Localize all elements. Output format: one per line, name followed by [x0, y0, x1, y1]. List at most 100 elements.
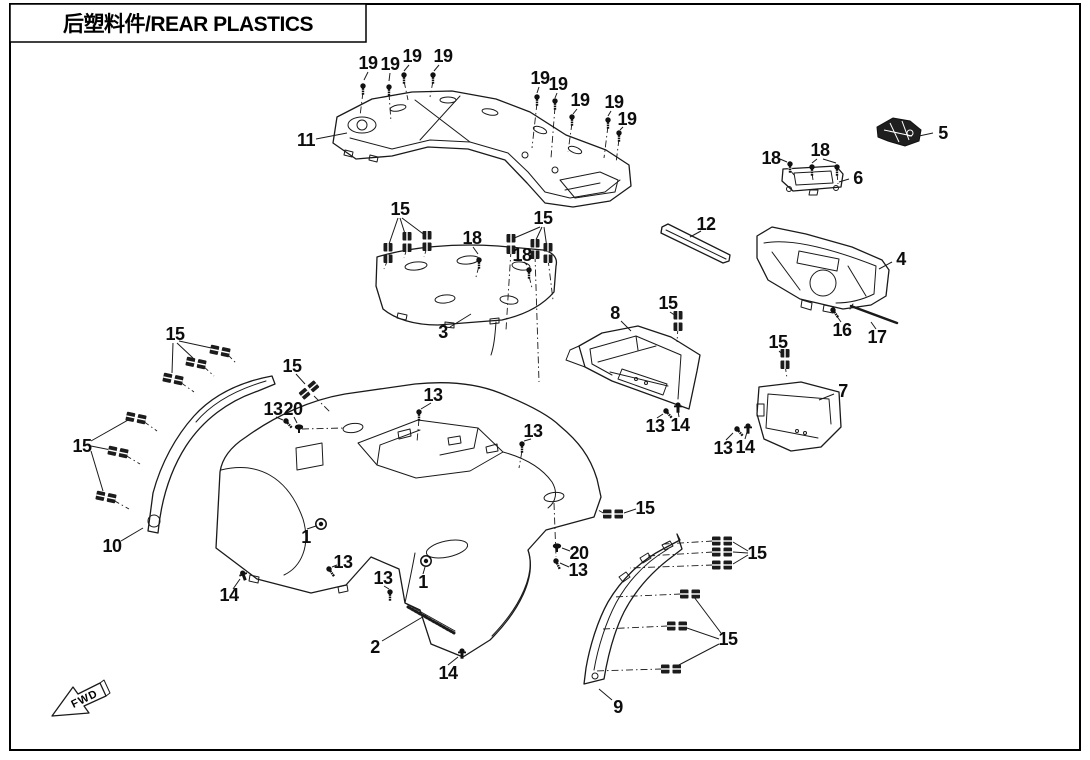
screw-fastener-icon	[834, 164, 840, 176]
callout-15: 15	[533, 208, 553, 228]
dash-dot-line	[647, 551, 714, 557]
part-11-rear-rack	[332, 90, 632, 208]
leader-line	[779, 158, 788, 163]
clip-fastener-icon	[543, 243, 553, 263]
screw-fastener-icon	[360, 83, 366, 95]
callout-18: 18	[761, 148, 781, 168]
leader-line	[275, 416, 284, 421]
leader-line	[403, 64, 410, 72]
screw-fastener-icon	[553, 558, 561, 570]
callout-13: 13	[373, 568, 393, 588]
screw-fastener-icon	[534, 94, 540, 106]
screw-fastener-icon	[430, 72, 436, 84]
pin-fastener-icon	[239, 570, 248, 581]
leader-line	[331, 564, 338, 568]
dash-dot-line	[593, 668, 663, 672]
dash-dot-line	[534, 254, 540, 383]
leader-line	[870, 321, 877, 330]
leader-line	[561, 547, 571, 552]
leader-line	[878, 261, 893, 270]
leader-line	[598, 688, 613, 701]
callout-19: 19	[380, 54, 400, 74]
screw-fastener-icon	[605, 117, 611, 129]
clip-fastener-icon	[125, 411, 147, 425]
part-5-bracket	[876, 117, 922, 147]
part-9-right-trim	[583, 533, 683, 685]
callout-18: 18	[462, 228, 482, 248]
leader-line	[693, 596, 722, 634]
leader-line	[293, 416, 298, 424]
washer-fastener-icon	[552, 543, 562, 552]
dash-dot-line	[602, 625, 669, 630]
callout-19: 19	[530, 68, 550, 88]
screw-fastener-icon	[386, 84, 392, 96]
dash-dot-line	[301, 427, 344, 430]
clip-fastener-icon	[667, 621, 687, 631]
leader-line	[572, 108, 578, 115]
callout-15: 15	[718, 629, 738, 649]
callout-19: 19	[604, 92, 624, 112]
fwd-arrow: FWD	[51, 679, 111, 717]
screw-fastener-icon	[416, 409, 422, 421]
pin-fastener-icon	[458, 648, 466, 659]
leader-line	[536, 86, 540, 94]
leader-line	[449, 313, 472, 328]
callout-4: 4	[896, 249, 906, 269]
leader-line	[420, 402, 432, 410]
callout-14: 14	[438, 663, 458, 683]
screw-fastener-icon	[387, 589, 393, 601]
dash-dot-line	[313, 395, 331, 413]
clip-fastener-icon	[185, 356, 207, 370]
callout-14: 14	[219, 585, 239, 605]
dash-dot-line	[603, 125, 609, 159]
callout-13: 13	[568, 560, 588, 580]
grommet-fastener-icon	[420, 555, 432, 567]
page-border	[9, 3, 1081, 751]
leader-line	[422, 566, 426, 575]
clip-fastener-icon	[661, 664, 681, 674]
screw-fastener-icon	[401, 72, 407, 84]
clip-fastener-icon	[107, 445, 129, 459]
callout-13: 13	[263, 399, 283, 419]
leader-line	[90, 450, 104, 492]
clip-fastener-icon	[530, 239, 540, 259]
callout-19: 19	[358, 53, 378, 73]
dash-dot-line	[142, 420, 158, 432]
part-10-left-trim	[147, 375, 276, 534]
leader-line	[176, 342, 194, 359]
callout-13: 13	[713, 438, 733, 458]
callout-13: 13	[523, 421, 543, 441]
leader-line	[295, 373, 306, 385]
leader-line	[732, 541, 749, 552]
part-3-top-cover	[375, 244, 558, 356]
washer-fastener-icon	[294, 424, 304, 433]
clip-fastener-icon	[383, 243, 393, 263]
callout-20: 20	[283, 399, 303, 419]
leader-line	[822, 158, 837, 164]
leader-line	[90, 445, 112, 451]
callout-13: 13	[645, 416, 665, 436]
callout-2: 2	[370, 637, 380, 657]
clip-fastener-icon	[712, 536, 732, 546]
dash-dot-line	[179, 381, 195, 393]
dash-dot-line	[615, 138, 620, 164]
callout-10: 10	[102, 536, 122, 556]
leader-line	[472, 246, 479, 255]
clip-fastener-icon	[603, 509, 623, 519]
page-title: 后塑料件/REAR PLASTICS	[63, 13, 314, 36]
leader-line	[559, 562, 570, 568]
screw-fastener-icon	[283, 418, 293, 429]
dash-dot-line	[550, 106, 556, 159]
callout-9: 9	[613, 697, 623, 717]
leader-line	[232, 578, 241, 590]
callout-1: 1	[301, 527, 311, 547]
leader-line	[607, 110, 612, 117]
callout-15: 15	[282, 356, 302, 376]
screw-fastener-icon	[476, 257, 482, 269]
screw-fastener-icon	[526, 267, 532, 279]
title-box	[9, 3, 367, 43]
screw-fastener-icon	[552, 98, 558, 110]
clip-fastener-icon	[712, 547, 732, 557]
callout-19: 19	[402, 46, 422, 66]
callout-14: 14	[735, 437, 755, 457]
